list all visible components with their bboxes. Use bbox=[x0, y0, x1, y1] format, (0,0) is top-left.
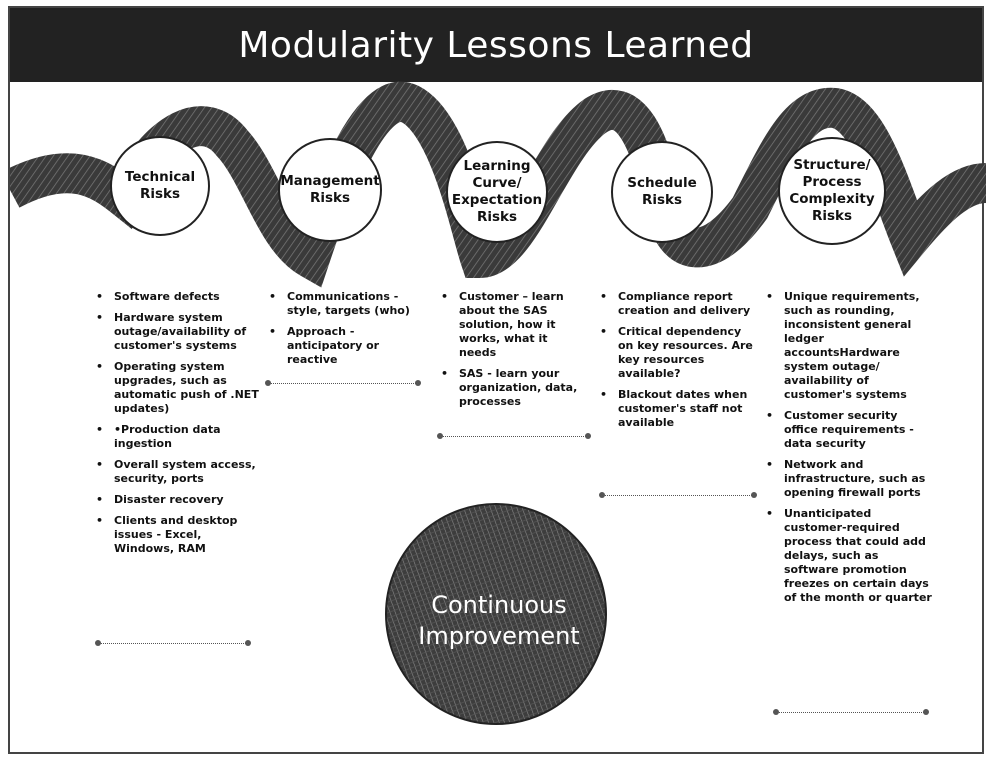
list-item: Compliance report creation and delivery bbox=[596, 290, 756, 318]
list-item: Hardware system outage/availability of c… bbox=[92, 311, 262, 353]
slide-title: Modularity Lessons Learned bbox=[238, 24, 754, 66]
list-item: Unique requirements, such as rounding, i… bbox=[762, 290, 934, 402]
learning-curve-risks-label: Learning Curve/ Expectation Risks bbox=[451, 158, 543, 225]
list-item: Clients and desktop issues - Excel, Wind… bbox=[92, 514, 262, 556]
list-item: Approach - anticipatory or reactive bbox=[265, 325, 423, 367]
schedule-risks-circle bbox=[611, 141, 713, 243]
list-item: Customer – learn about the SAS solution,… bbox=[437, 290, 587, 360]
list-item: Unanticipated customer-required process … bbox=[762, 507, 934, 605]
structure-process-risks-circle bbox=[778, 137, 886, 245]
list-item: Customer security office requirements - … bbox=[762, 409, 934, 451]
technical-risks-list: Software defects Hardware system outage/… bbox=[92, 290, 262, 563]
learning-curve-risks-divider bbox=[437, 433, 591, 439]
learning-curve-risks-list: Customer – learn about the SAS solution,… bbox=[437, 290, 587, 416]
continuous-improvement-label: Continuous Improvement bbox=[418, 591, 580, 650]
title-banner: Modularity Lessons Learned bbox=[10, 8, 982, 82]
management-risks-circle bbox=[278, 138, 382, 242]
schedule-risks-divider bbox=[599, 492, 757, 498]
management-risks-label: Management Risks bbox=[280, 173, 380, 206]
structure-process-risks-divider bbox=[773, 709, 929, 715]
list-item: Operating system upgrades, such as autom… bbox=[92, 360, 262, 416]
slide-frame: Modularity Lessons Learned bbox=[8, 6, 986, 754]
technical-risks-label: Technical Risks bbox=[124, 169, 196, 202]
continuous-improvement-circle bbox=[385, 503, 607, 725]
schedule-risks-label: Schedule Risks bbox=[627, 175, 697, 208]
technical-risks-divider bbox=[95, 640, 251, 646]
management-risks-list: Communications - style, targets (who) Ap… bbox=[265, 290, 423, 374]
schedule-risks-list: Compliance report creation and delivery … bbox=[596, 290, 756, 437]
list-item: Communications - style, targets (who) bbox=[265, 290, 423, 318]
list-item: Blackout dates when customer's staff not… bbox=[596, 388, 756, 430]
technical-risks-circle bbox=[110, 136, 210, 236]
list-item: Critical dependency on key resources. Ar… bbox=[596, 325, 756, 381]
list-item: •Production data ingestion bbox=[92, 423, 262, 451]
risk-wave-diagram bbox=[10, 82, 986, 725]
structure-process-risks-list: Unique requirements, such as rounding, i… bbox=[762, 290, 934, 612]
learning-curve-risks-circle bbox=[446, 141, 548, 243]
management-risks-divider bbox=[265, 380, 421, 386]
list-item: SAS - learn your organization, data, pro… bbox=[437, 367, 587, 409]
structure-process-risks-label: Structure/ Process Complexity Risks bbox=[789, 157, 875, 224]
list-item: Overall system access, security, ports bbox=[92, 458, 262, 486]
list-item: Software defects bbox=[92, 290, 262, 304]
list-item: Disaster recovery bbox=[92, 493, 262, 507]
list-item: Network and infrastructure, such as open… bbox=[762, 458, 934, 500]
